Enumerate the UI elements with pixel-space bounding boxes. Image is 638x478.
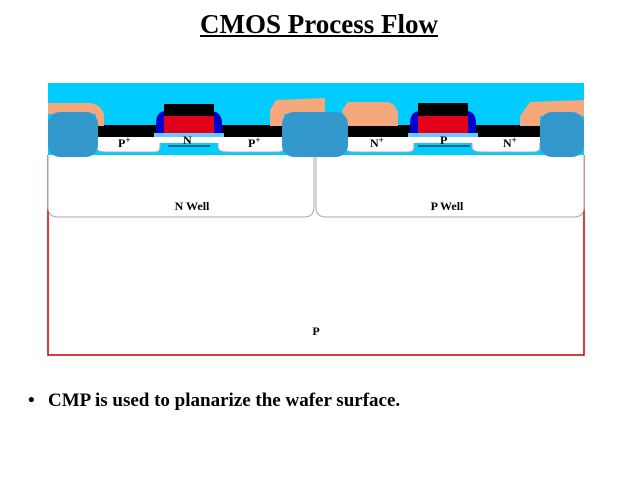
label-p-well: P Well xyxy=(431,199,464,213)
silicide-n-left xyxy=(345,125,410,137)
field-oxide-center xyxy=(282,112,348,157)
p-substrate-outline xyxy=(47,155,585,356)
active-region-pmos xyxy=(96,137,284,143)
field-oxide-left xyxy=(48,112,98,157)
bullet-marker: • xyxy=(28,390,35,411)
bullet-point: • CMP is used to planarize the wafer surf… xyxy=(28,388,400,414)
pmos-gate-oxide xyxy=(154,133,224,137)
label-p-channel-nmos: P xyxy=(440,133,447,147)
n-well-outline xyxy=(47,155,315,218)
p-well-outline xyxy=(315,155,585,218)
pmos-gate-poly xyxy=(164,116,214,133)
silicide-p-right xyxy=(222,125,284,137)
label-p-plus-right: P+ xyxy=(248,135,260,150)
contact-metal-3 xyxy=(342,102,398,126)
label-n-well: N Well xyxy=(175,199,210,213)
label-n-channel-pmos: N xyxy=(183,133,192,147)
active-region-nmos xyxy=(345,137,540,143)
label-p-plus-left: P+ xyxy=(118,135,130,150)
nmos-gate-poly xyxy=(418,116,468,133)
bullet-text: CMP is used to planarize the wafer surfa… xyxy=(48,390,401,411)
field-oxide-right xyxy=(540,112,584,157)
silicide-p-left xyxy=(96,125,156,137)
label-p-substrate: P xyxy=(312,324,319,338)
nmos-gate-oxide xyxy=(408,133,478,137)
contact-metal-1 xyxy=(48,103,104,126)
page-title: CMOS Process Flow xyxy=(200,9,438,39)
pmos-gate-cap xyxy=(164,104,214,116)
label-n-plus-right: N+ xyxy=(503,135,517,150)
silicide-n-right xyxy=(476,125,540,137)
nmos-gate-cap xyxy=(418,103,468,116)
label-n-plus-left: N+ xyxy=(370,135,384,150)
